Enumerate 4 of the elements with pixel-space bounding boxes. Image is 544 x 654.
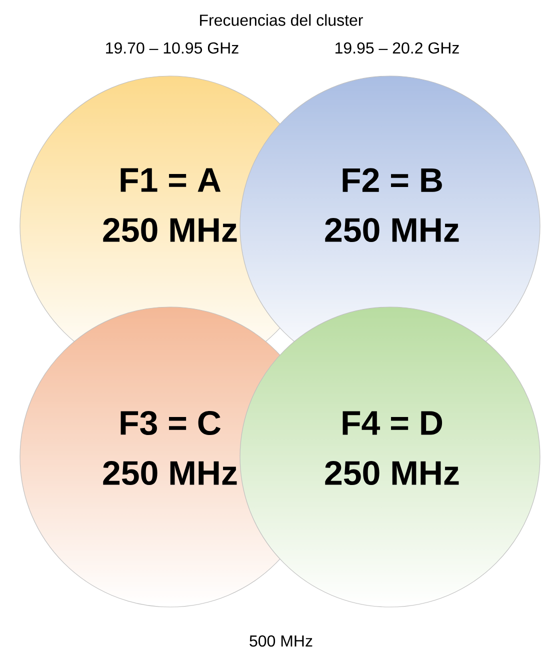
- frequency-range: 19.70 – 10.95 GHz: [106, 42, 238, 54]
- bandwidth-label: 500 MHz: [250, 635, 312, 647]
- title: Frecuencias del cluster: [200, 14, 363, 26]
- frequency-range: 19.95 – 20.2 GHz: [336, 42, 459, 54]
